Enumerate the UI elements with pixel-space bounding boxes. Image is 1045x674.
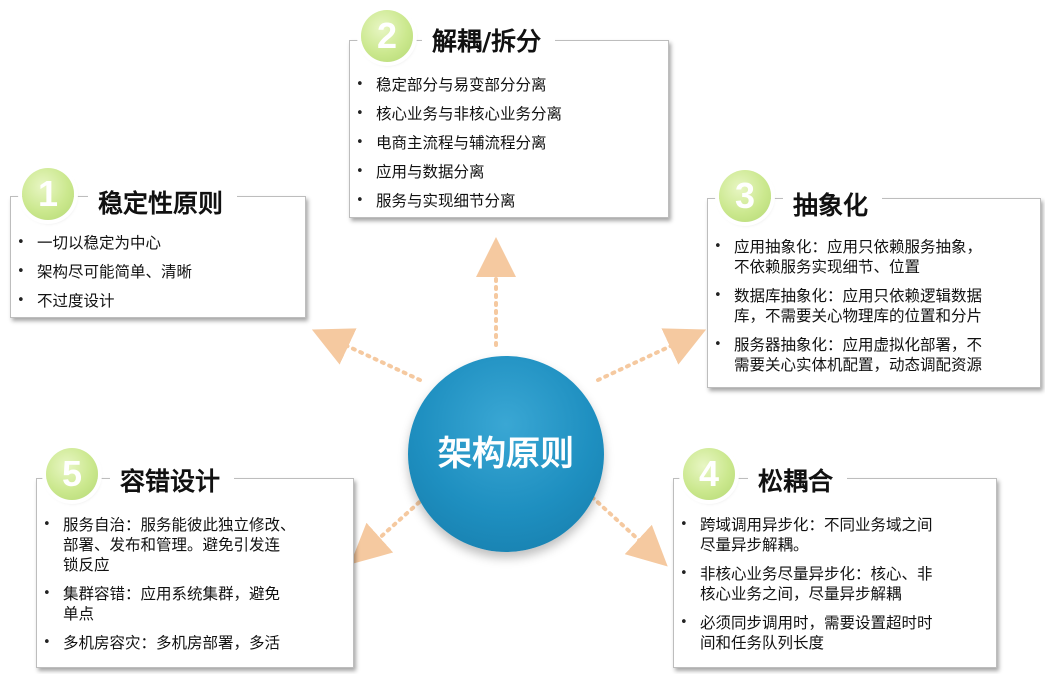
item-line: 非核心业务尽量异步化：核心、非 [700, 565, 933, 583]
arrow-to-s1 [311, 328, 422, 382]
arrow-to-s3 [596, 328, 707, 382]
item-line: 数据库抽象化：应用只依赖逻辑数据 [734, 287, 983, 305]
center-circle: 架构原则 [408, 356, 604, 552]
item-line: 核心业务之间，尽量异步解耦 [700, 585, 902, 603]
list-item: 一切以稳定为中心 [11, 233, 305, 253]
item-line: 库，不需要关心物理库的位置和分片 [734, 307, 983, 325]
item-line: 服务自治：服务能彼此独立修改、 [63, 516, 296, 534]
item-line: 跨域调用异步化：不同业务域之间 [700, 516, 933, 534]
section-2-list: 稳定部分与易变部分分离 核心业务与非核心业务分离 电商主流程与辅流程分离 应用与… [350, 41, 668, 211]
item-line: 集群容错：应用系统集群，避免 [63, 585, 281, 603]
item-line: 间和任务队列长度 [700, 634, 825, 652]
section-4-title: 松耦合 [748, 462, 848, 498]
list-item: 数据库抽象化：应用只依赖逻辑数据 库，不需要关心物理库的位置和分片 [708, 286, 1040, 326]
section-2-title: 解耦/拆分 [422, 22, 556, 58]
section-3-list: 应用抽象化：应用只依赖服务抽象， 不依赖服务实现细节、位置 数据库抽象化：应用只… [708, 199, 1040, 375]
item-line: 不依赖服务实现细节、位置 [734, 258, 921, 276]
item-line: 应用抽象化：应用只依赖服务抽象， [734, 238, 983, 256]
section-2-box: 稳定部分与易变部分分离 核心业务与非核心业务分离 电商主流程与辅流程分离 应用与… [349, 40, 669, 218]
item-line: 需要关心实体机配置，动态调配资源 [734, 356, 983, 374]
item-line: 服务器抽象化：应用虚拟化部署，不 [734, 336, 983, 354]
list-item: 集群容错：应用系统集群，避免 单点 [37, 584, 353, 624]
section-3-title: 抽象化 [783, 186, 883, 222]
section-4-list: 跨域调用异步化：不同业务域之间 尽量异步解耦。 非核心业务尽量异步化：核心、非 … [674, 479, 996, 653]
arrow-to-s5 [350, 495, 427, 565]
list-item: 应用与数据分离 [350, 162, 668, 182]
list-item: 核心业务与非核心业务分离 [350, 104, 668, 124]
list-item: 跨域调用异步化：不同业务域之间 尽量异步解耦。 [674, 515, 996, 555]
item-line: 尽量异步解耦。 [700, 536, 809, 554]
list-item: 服务自治：服务能彼此独立修改、 部署、发布和管理。避免引发连 锁反应 [37, 515, 353, 575]
section-5-title: 容错设计 [110, 462, 235, 498]
item-line: 单点 [63, 605, 95, 623]
item-line: 锁反应 [63, 556, 110, 574]
section-2-badge: 2 [361, 10, 413, 62]
section-5-box: 服务自治：服务能彼此独立修改、 部署、发布和管理。避免引发连 锁反应 集群容错：… [36, 478, 354, 668]
list-item: 架构尽可能简单、清晰 [11, 262, 305, 282]
section-3-badge: 3 [719, 170, 771, 222]
section-3-box: 应用抽象化：应用只依赖服务抽象， 不依赖服务实现细节、位置 数据库抽象化：应用只… [707, 198, 1041, 388]
list-item: 非核心业务尽量异步化：核心、非 核心业务之间，尽量异步解耦 [674, 564, 996, 604]
arrow-to-s4 [590, 495, 668, 567]
item-line: 部署、发布和管理。避免引发连 [63, 536, 281, 554]
section-5-badge: 5 [46, 448, 98, 500]
item-line: 必须同步调用时，需要设置超时时 [700, 614, 933, 632]
section-1-badge: 1 [22, 168, 74, 220]
section-5-list: 服务自治：服务能彼此独立修改、 部署、发布和管理。避免引发连 锁反应 集群容错：… [37, 479, 353, 653]
list-item: 电商主流程与辅流程分离 [350, 133, 668, 153]
list-item: 多机房容灾：多机房部署，多活 [37, 633, 353, 653]
list-item: 稳定部分与易变部分分离 [350, 75, 668, 95]
list-item: 应用抽象化：应用只依赖服务抽象， 不依赖服务实现细节、位置 [708, 237, 1040, 277]
item-line: 多机房容灾：多机房部署，多活 [63, 634, 281, 652]
list-item: 必须同步调用时，需要设置超时时 间和任务队列长度 [674, 613, 996, 653]
section-1-title: 稳定性原则 [88, 184, 238, 220]
list-item: 不过度设计 [11, 291, 305, 311]
section-4-box: 跨域调用异步化：不同业务域之间 尽量异步解耦。 非核心业务尽量异步化：核心、非 … [673, 478, 997, 668]
list-item: 服务与实现细节分离 [350, 191, 668, 211]
section-1-list: 一切以稳定为中心 架构尽可能简单、清晰 不过度设计 [11, 197, 305, 311]
section-4-badge: 4 [683, 448, 735, 500]
list-item: 服务器抽象化：应用虚拟化部署，不 需要关心实体机配置，动态调配资源 [708, 335, 1040, 375]
